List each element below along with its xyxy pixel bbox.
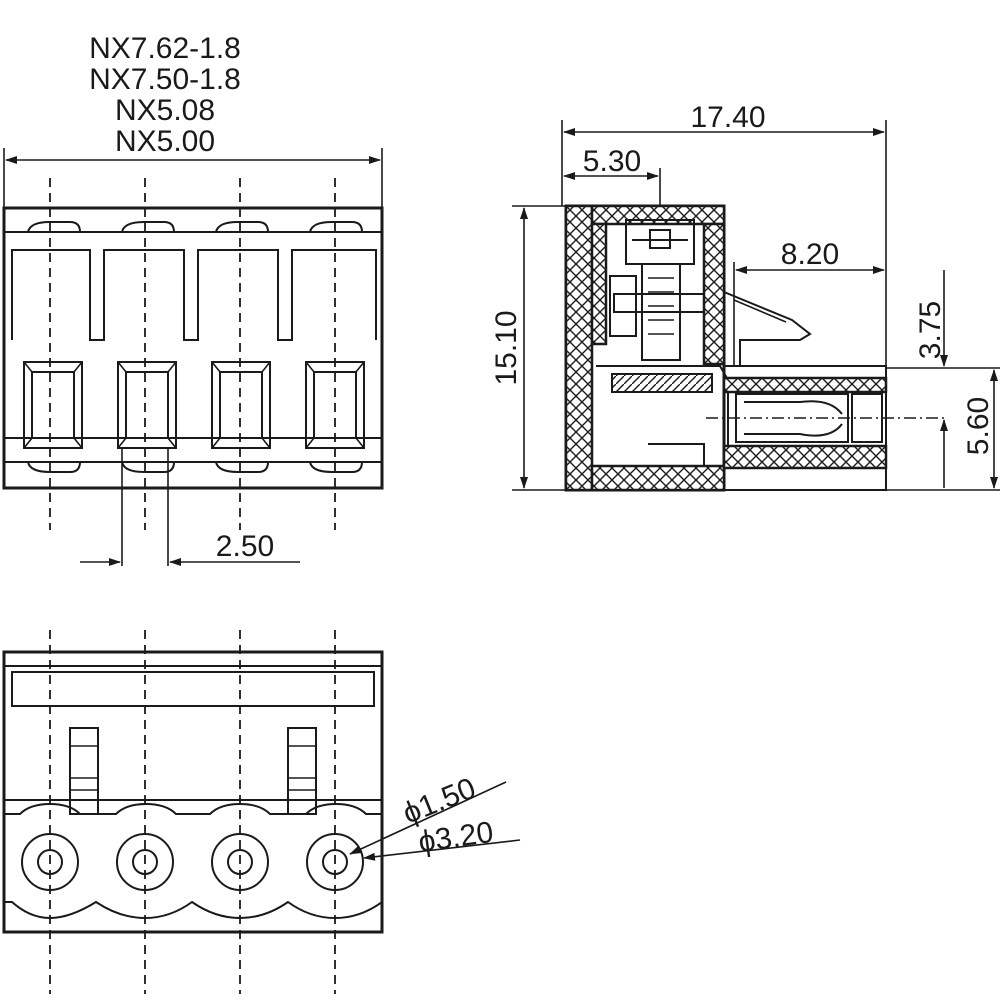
top-front-contour	[4, 802, 382, 815]
front-body-outline	[2, 206, 384, 490]
dim-front-offset: 5.30	[583, 145, 641, 178]
front-view: 2.50	[2, 148, 384, 566]
side-pocket	[609, 275, 637, 337]
model-labels: NX7.62-1.8 NX7.50-1.8 NX5.08 NX5.00	[89, 32, 241, 158]
dim-total-depth: 17.40	[690, 101, 765, 134]
model-label-2: NX7.50-1.8	[89, 63, 241, 96]
leader-hole-small	[349, 781, 507, 855]
side-rear-wall	[702, 222, 726, 366]
leader-hole-large	[363, 839, 521, 861]
header-top-wall	[722, 376, 888, 394]
clamp-plate	[611, 373, 713, 393]
top-label-strip	[11, 671, 375, 707]
top-bottom-wave	[4, 900, 383, 920]
header-housing	[723, 365, 887, 491]
dim-height: 15.10	[490, 310, 523, 385]
dim-pin-height: 5.60	[962, 397, 995, 455]
header-spring-contact	[744, 400, 843, 437]
front-wire-windows	[23, 361, 365, 449]
front-top-nubs	[27, 221, 363, 233]
model-label-4: NX5.00	[115, 125, 215, 158]
lower-step	[648, 443, 705, 466]
model-label-1: NX7.62-1.8	[89, 32, 241, 65]
top-screw-holders	[69, 727, 317, 815]
screw-slot-center	[649, 229, 671, 249]
side-clamp-bar	[613, 293, 705, 313]
top-centerlines	[49, 630, 336, 994]
top-body-outline	[2, 650, 384, 934]
latch-detail	[733, 299, 787, 323]
side-inner-wall	[590, 222, 608, 346]
latch-arm	[723, 291, 812, 367]
side-section-view: 17.40 5.30 8.20 15.10	[490, 101, 1000, 492]
dim-upper-offset: 3.75	[914, 301, 947, 359]
front-centerlines	[49, 178, 336, 530]
top-view: ϕ1.50 ϕ3.20	[2, 630, 521, 994]
side-top-wall	[590, 204, 726, 226]
dim-pitch-gap: 2.50	[216, 530, 274, 563]
side-bottom-wall	[590, 464, 726, 492]
front-bottom-nubs	[27, 461, 363, 473]
front-comb-separators	[11, 249, 377, 341]
top-screw-holes	[21, 833, 364, 891]
side-front-wall	[564, 204, 594, 492]
screw-head	[625, 219, 695, 265]
model-label-3: NX5.08	[115, 94, 215, 127]
dim-plug-depth: 8.20	[781, 238, 839, 271]
header-bottom-wall	[722, 444, 888, 470]
